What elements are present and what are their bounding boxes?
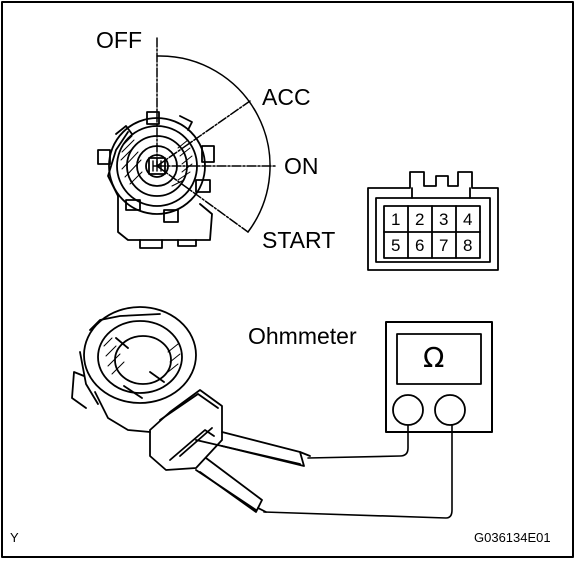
label-off: OFF bbox=[96, 27, 142, 53]
lead-lower bbox=[263, 424, 453, 519]
label-start: START bbox=[262, 227, 336, 253]
ohm-symbol: Ω bbox=[423, 341, 445, 374]
start-line bbox=[156, 165, 249, 233]
pin-2: 2 bbox=[415, 210, 425, 229]
ohmmeter-jack-right bbox=[434, 394, 466, 426]
figure-id: G036134E01 bbox=[474, 530, 551, 545]
ohmmeter-label: Ohmmeter bbox=[248, 323, 357, 349]
pin-5: 5 bbox=[391, 236, 401, 255]
lead-upper bbox=[307, 424, 409, 459]
ohmmeter-display bbox=[396, 333, 482, 385]
meter-leads bbox=[263, 424, 453, 519]
pin-6: 6 bbox=[415, 236, 425, 255]
ignition-switch-drawing bbox=[97, 111, 215, 249]
connector-face bbox=[367, 171, 499, 271]
label-on: ON bbox=[284, 153, 319, 179]
test-probes bbox=[195, 431, 311, 513]
acc-line bbox=[156, 100, 251, 167]
position-indicators bbox=[156, 37, 277, 233]
pin-7: 7 bbox=[439, 236, 449, 255]
pin-1: 1 bbox=[391, 210, 401, 229]
ohmmeter-drawing bbox=[385, 321, 493, 433]
pin-8: 8 bbox=[463, 236, 473, 255]
label-acc: ACC bbox=[262, 84, 311, 110]
ohmmeter-body bbox=[385, 321, 493, 433]
pin-4: 4 bbox=[463, 210, 473, 229]
switch-body-drawing bbox=[71, 306, 223, 471]
rotation-arc bbox=[156, 55, 271, 233]
ohmmeter-jack-left bbox=[392, 394, 424, 426]
pin-3: 3 bbox=[439, 210, 449, 229]
corner-mark: Y bbox=[10, 530, 19, 545]
